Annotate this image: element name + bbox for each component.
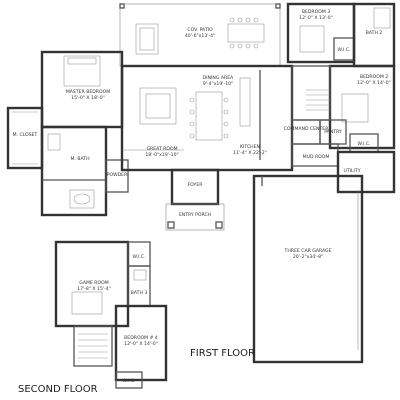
cov-patio-dims: 40'-6"x13'-4" (185, 33, 215, 39)
bedroom4-dims: 12'-0" X 14'-0" (124, 341, 158, 347)
bedroom4-label: BEDROOM # 4 (124, 335, 158, 341)
room-command-center: COMMAND CENTER (284, 119, 330, 145)
first-floor-title: FIRST FLOOR (190, 348, 255, 359)
room-dining-area: DINING AREA 9'-4"x19'-10" (189, 75, 234, 141)
wic-game-label: W.I.C. (133, 254, 146, 260)
second-floor-title: SECOND FLOOR (18, 384, 98, 395)
room-cov-patio: COV. PATIO 40'-6"x13'-4" (119, 3, 281, 67)
second-floor-plan: GAME ROOM 17'-8" X 15'-4" W.I.C. BATH 3 … (18, 240, 168, 395)
game-room-dims: 17'-8" X 15'-4" (77, 286, 111, 292)
bedroom3-label: BEDROOM 3 (302, 9, 330, 15)
utility-label: UTILITY (343, 168, 360, 174)
dining-area-label: DINING AREA (203, 75, 234, 81)
room-m-bath: M. BATH (40, 125, 108, 217)
room-m-closet: M. CLOSET (6, 106, 44, 170)
room-master-bedroom: MASTER BEDROOM 15'-0" X 18'-0" (40, 50, 124, 129)
command-center-label: COMMAND CENTER (284, 126, 330, 132)
wic-bed2-label: W.I.C. (358, 141, 371, 147)
great-room-label: GREAT ROOM (146, 146, 177, 152)
room-bedroom3: BEDROOM 3 12'-0" X 13'-0" (286, 2, 356, 64)
room-bedroom2: BEDROOM 2 12'-0" X 14'-0" (328, 64, 396, 150)
master-bedroom-dims: 15'-0" X 18'-0" (71, 95, 105, 101)
room-powder: POWDER (105, 159, 129, 193)
room-great-room: GREAT ROOM 18'-0"x19'-10" (122, 87, 184, 158)
room-wic-bed4: W.I.C. (115, 371, 143, 389)
bedroom2-dims: 12'-0" X 14'-0" (357, 80, 391, 86)
room-garage: THREE CAR GARAGE 20'-2"x34'-8" (252, 174, 364, 364)
dining-area-dims: 9'-4"x19'-10" (203, 81, 233, 87)
wic-bed3-label: W.I.C. (338, 47, 351, 53)
wic-bed4-label: W.I.C. (123, 378, 136, 384)
m-closet-label: M. CLOSET (13, 132, 38, 138)
room-wic-bed3: W.I.C. (333, 37, 355, 61)
mud-room-label: MUD ROOM (303, 154, 330, 160)
first-floor-plan: COV. PATIO 40'-6"x13'-4" MASTER BEDROOM … (6, 2, 396, 364)
powder-label: POWDER (107, 172, 128, 178)
second-floor-stairs (73, 325, 113, 367)
m-bath-label: M. BATH (70, 156, 89, 162)
stair-hall (291, 65, 331, 121)
foyer-label: FOYER (188, 182, 204, 188)
entry-porch-label: ENTRY PORCH (179, 212, 211, 218)
bedroom2-label: BEDROOM 2 (360, 74, 388, 80)
room-wic-game: W.I.C. (127, 241, 151, 267)
room-entry-porch: ENTRY PORCH (165, 203, 225, 231)
master-bedroom-label: MASTER BEDROOM (66, 89, 110, 95)
kitchen-label: KITCHEN (240, 144, 260, 150)
room-kitchen: KITCHEN 11'-4" X 22'-2" (233, 70, 267, 160)
kitchen-dims: 11'-4" X 22'-2" (233, 150, 267, 156)
room-bath2: BATH 2 (352, 2, 396, 68)
room-wic-bed2: W.I.C. (349, 133, 379, 153)
room-pantry: PANTRY (319, 119, 347, 145)
garage-label: THREE CAR GARAGE (284, 248, 332, 254)
cov-patio-label: COV. PATIO (187, 27, 213, 33)
bath3-label: BATH 3 (131, 290, 148, 296)
room-foyer: FOYER (170, 168, 220, 206)
garage-dims: 20'-2"x34'-8" (293, 254, 323, 260)
room-bedroom4: BEDROOM # 4 12'-0" X 14'-0" (114, 304, 168, 382)
bedroom3-dims: 12'-0" X 13'-0" (299, 15, 333, 21)
game-room-label: GAME ROOM (79, 280, 108, 286)
bath2-label: BATH 2 (366, 30, 383, 36)
room-utility: UTILITY (336, 150, 396, 194)
pantry-label: PANTRY (324, 129, 342, 135)
great-room-dims: 18'-0"x19'-10" (145, 152, 178, 158)
room-bath3: BATH 3 (127, 265, 151, 307)
